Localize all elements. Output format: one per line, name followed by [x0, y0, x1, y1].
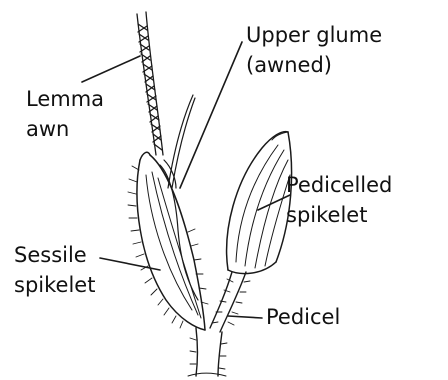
pedicelled-spikelet: [227, 132, 292, 274]
label-upper-glume-line1: Upper glume: [246, 22, 382, 48]
label-lemma-awn-line2: awn: [26, 116, 69, 142]
leader-sessile: [100, 258, 160, 270]
label-sessile-line2: spikelet: [14, 272, 95, 298]
label-pedicelled-line1: Pedicelled: [286, 172, 392, 198]
label-sessile-line1: Sessile: [14, 242, 87, 268]
label-upper-glume-line2: (awned): [246, 52, 332, 78]
leader-pedicel: [228, 316, 262, 318]
label-lemma-awn-line1: Lemma: [26, 86, 104, 112]
rachis-base: [188, 328, 227, 376]
label-pedicel: Pedicel: [266, 304, 340, 330]
sessile-spikelet: [128, 152, 208, 330]
leader-lemma-awn: [82, 56, 140, 82]
leader-lines: [82, 42, 290, 318]
pedicel: [210, 272, 250, 332]
label-pedicelled-line2: spikelet: [286, 202, 367, 228]
upper-glume-awn: [168, 95, 195, 188]
lemma-awn: [137, 12, 163, 155]
